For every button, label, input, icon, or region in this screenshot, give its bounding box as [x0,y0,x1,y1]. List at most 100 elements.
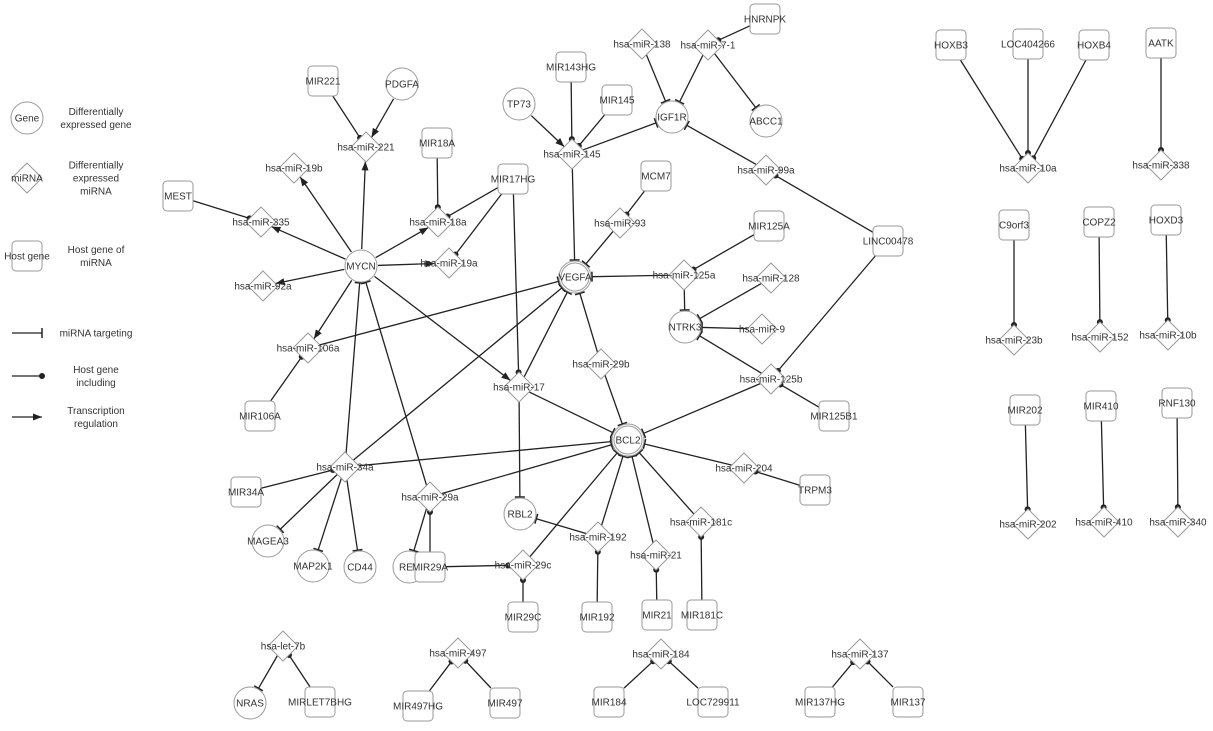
node-hnrnpk[interactable]: HNRNPK [744,3,787,35]
node-hsa-mir-125a[interactable]: hsa-miR-125a [653,259,716,291]
node-mir29a[interactable]: MIR29A [412,551,448,583]
node-mcm7[interactable]: MCM7 [640,160,672,192]
node-hsa-mir-19a[interactable]: hsa-miR-19a [420,247,478,279]
node-hsa-mir-181c[interactable]: hsa-miR-181c [670,506,732,538]
node-hsa-mir-221[interactable]: hsa-miR-221 [337,131,395,163]
node-hsa-mir-93[interactable]: hsa-miR-93 [594,207,646,239]
node-mir18a[interactable]: MIR18A [419,127,455,159]
node-mycn[interactable]: MYCN [344,249,378,283]
arrow-marker [271,226,282,234]
node-mir202[interactable]: MIR202 [1007,394,1043,426]
node-hsa-mir-137[interactable]: hsa-miR-137 [831,638,889,670]
node-hsa-mir-9[interactable]: hsa-miR-9 [739,313,786,345]
node-hsa-mir-204[interactable]: hsa-miR-204 [715,452,773,484]
node-hsa-mir-128[interactable]: hsa-miR-128 [742,262,800,294]
node-hsa-mir-10a[interactable]: hsa-miR-10a [999,152,1057,184]
node-hsa-mir-410[interactable]: hsa-miR-410 [1075,506,1133,538]
node-c9orf3[interactable]: C9orf3 [998,209,1030,241]
edge-host-mir221-to-hsa-mir-221 [332,95,364,141]
node-mir410[interactable]: MIR410 [1083,390,1119,422]
node-label: hsa-miR-99a [737,166,795,177]
node-hsa-mir-125b[interactable]: hsa-miR-125b [740,363,803,395]
node-hsa-mir-497[interactable]: hsa-miR-497 [429,637,487,669]
mirna-diamond [278,152,310,184]
edge-host-copz2-to-hsa-mir-152 [1096,236,1103,326]
node-bcl2[interactable]: BCL2 [611,423,645,457]
node-mir192[interactable]: MIR192 [579,601,615,633]
node-mir29c[interactable]: MIR29C [505,601,542,633]
node-aatk[interactable]: AATK [1145,27,1177,59]
node-abcc1[interactable]: ABCC1 [749,104,783,138]
node-hoxb3[interactable]: HOXB3 [934,29,968,61]
node-hsa-mir-19b[interactable]: hsa-miR-19b [265,152,323,184]
node-nras[interactable]: NRAS [233,686,267,720]
edge-line [625,190,646,215]
node-rbl2[interactable]: RBL2 [503,497,537,531]
node-hsa-mir-92a[interactable]: hsa-miR-92a [234,270,292,302]
node-hsa-mir-138[interactable]: hsa-miR-138 [613,28,671,60]
node-loc404266[interactable]: LOC404266 [1001,28,1055,60]
node-hoxd3[interactable]: HOXD3 [1149,204,1184,236]
node-hsa-mir-34a[interactable]: hsa-miR-34a [316,451,374,483]
node-cd44[interactable]: CD44 [343,550,377,584]
node-mir21[interactable]: MIR21 [641,599,673,631]
node-hsa-mir-7-1[interactable]: hsa-miR-7-1 [680,29,736,61]
node-hsa-mir-29c[interactable]: hsa-miR-29c [495,549,552,581]
node-copz2[interactable]: COPZ2 [1082,206,1116,238]
node-mir221[interactable]: MIR221 [305,65,341,97]
node-loc729911[interactable]: LOC729911 [686,686,740,718]
node-map2k1[interactable]: MAP2K1 [293,549,333,583]
mirna-diamond [507,549,539,581]
node-hsa-mir-23b[interactable]: hsa-miR-23b [985,324,1043,356]
node-hsa-mir-10b[interactable]: hsa-miR-10b [1139,319,1197,351]
edge-line [374,275,511,382]
node-mir145[interactable]: MIR145 [599,84,635,116]
node-hsa-mir-17[interactable]: hsa-miR-17 [493,371,545,403]
node-hoxb4[interactable]: HOXB4 [1077,29,1111,61]
node-trpm3[interactable]: TRPM3 [798,474,832,506]
node-mir106a[interactable]: MIR106A [239,400,281,432]
node-mir497[interactable]: MIR497 [487,687,523,719]
node-tp73[interactable]: TP73 [502,87,536,121]
node-mir17hg[interactable]: MIR17HG [491,163,536,195]
node-hsa-mir-202[interactable]: hsa-miR-202 [999,508,1057,540]
node-hsa-mir-184[interactable]: hsa-miR-184 [632,638,690,670]
node-mir497hg[interactable]: MIR497HG [393,690,443,722]
node-hsa-let-7b[interactable]: hsa-let-7b [261,630,306,662]
node-rnf130[interactable]: RNF130 [1158,387,1196,419]
node-hsa-mir-192[interactable]: hsa-miR-192 [569,521,627,553]
node-mir143hg[interactable]: MIR143HG [546,51,596,83]
node-mir137[interactable]: MIR137 [890,686,926,718]
node-mir181c[interactable]: MIR181C [681,599,723,631]
gene-circle [343,550,377,584]
node-igf1r[interactable]: IGF1R [655,100,689,134]
node-hsa-mir-335[interactable]: hsa-miR-335 [232,206,290,238]
node-pdgfa[interactable]: PDGFA [385,67,419,101]
edge-host-loc729911-to-hsa-mir-184 [665,658,699,689]
node-mir34a[interactable]: MIR34A [228,476,264,508]
node-hsa-mir-18a[interactable]: hsa-miR-18a [409,206,467,238]
node-hsa-mir-152[interactable]: hsa-miR-152 [1071,321,1129,353]
edge-line [345,282,361,454]
node-mest[interactable]: MEST [162,180,194,212]
node-mir125b1[interactable]: MIR125B1 [810,400,858,432]
node-mirlet7bhg[interactable]: MIRLET7BHG [288,686,352,718]
node-hsa-mir-340[interactable]: hsa-miR-340 [1149,506,1207,538]
tbar-marker [696,331,703,341]
node-linc00478[interactable]: LINC00478 [863,225,914,257]
node-hsa-mir-29a[interactable]: hsa-miR-29a [401,481,459,513]
edge-line [701,326,748,330]
node-hsa-mir-106a[interactable]: hsa-miR-106a [277,332,340,364]
node-hsa-mir-99a[interactable]: hsa-miR-99a [737,154,795,186]
node-hsa-mir-29b[interactable]: hsa-miR-29b [572,348,630,380]
node-hsa-mir-338[interactable]: hsa-miR-338 [1132,149,1190,181]
node-magea3[interactable]: MAGEA3 [247,524,289,558]
node-mir125a[interactable]: MIR125A [748,210,790,242]
node-vegfa[interactable]: VEGFA [558,260,592,294]
node-hsa-mir-21[interactable]: hsa-miR-21 [630,539,682,571]
node-ntrk3[interactable]: NTRK3 [668,310,702,344]
node-mir184[interactable]: MIR184 [591,686,627,718]
node-hsa-mir-145[interactable]: hsa-miR-145 [543,138,601,170]
node-mir137hg[interactable]: MIR137HG [795,686,845,718]
host-gene-box [686,599,718,631]
